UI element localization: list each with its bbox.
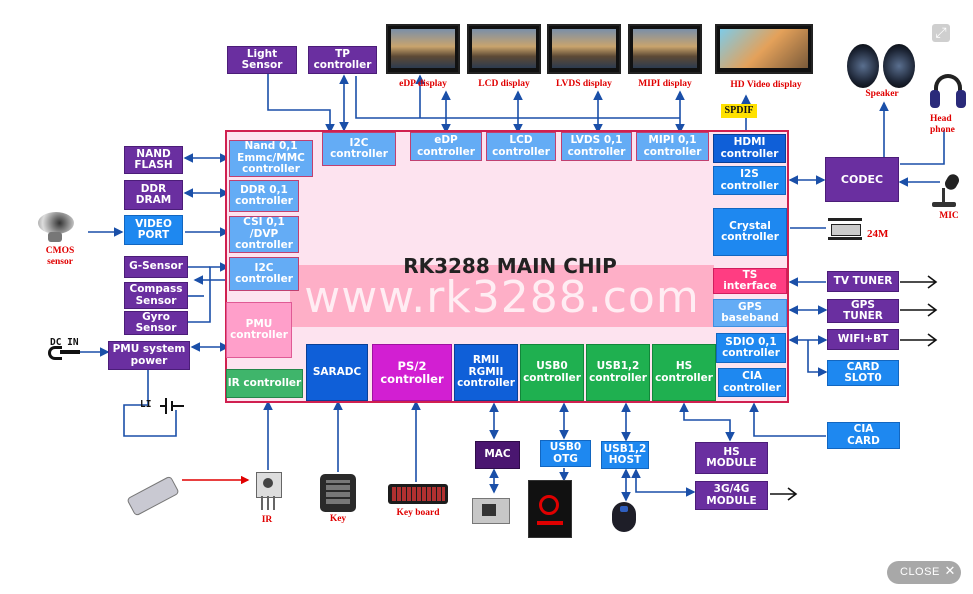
li-battery-label: LI (140, 399, 152, 410)
close-button[interactable]: CLOSE ✕ (887, 561, 961, 584)
ir-controller: IR controller (226, 369, 303, 398)
edp-controller: eDP controller (410, 132, 482, 161)
mac: MAC (475, 441, 520, 469)
g-sensor: G-Sensor (124, 256, 188, 278)
ir-label: IR (261, 515, 273, 525)
watermark-band (290, 265, 714, 327)
cmos-sensor-label: CMOS sensor (45, 246, 75, 267)
crystal-frequency: 24M (867, 228, 889, 240)
nand-flash: NAND FLASH (124, 146, 183, 174)
hd-video-display-label: HD Video display (730, 80, 802, 90)
usb0-otg: USB0 OTG (540, 440, 591, 467)
watermark-text: www.rk3288.com (304, 272, 700, 323)
cia-controller: CIA controller (718, 368, 786, 397)
ir-receiver-icon (252, 472, 284, 512)
gyro-sensor: Gyro Sensor (124, 311, 188, 335)
csi-dvp-controller: CSI 0,1 /DVP controller (229, 216, 299, 253)
keyboard-label: Key board (396, 508, 440, 518)
crystal-icon (828, 218, 862, 240)
codec: CODEC (825, 157, 899, 202)
cmos-camera-icon (34, 210, 84, 244)
ethernet-jack-icon (470, 494, 512, 530)
light-sensor: Light Sensor (227, 46, 297, 74)
remote-control-icon (124, 475, 180, 517)
i2s-controller: I2S controller (713, 166, 786, 195)
lcd-controller: LCD controller (486, 132, 556, 161)
sdio-controller: SDIO 0,1 controller (716, 333, 786, 363)
cia-card: CIA CARD (827, 422, 900, 449)
module-3g4g: 3G/4G MODULE (695, 481, 768, 510)
speaker-icon (847, 44, 917, 88)
compass-sensor: Compass Sensor (124, 282, 188, 309)
nand-emmc-controller: Nand 0,1 Emmc/MMC controller (229, 140, 313, 177)
ddr-dram: DDR DRAM (124, 180, 183, 210)
headphone-label: Head phone (930, 114, 955, 135)
usb12-controller: USB1,2 controller (586, 344, 650, 401)
crystal-controller: Crystal controller (713, 208, 787, 256)
mipi-controller: MIPI 0,1 controller (636, 132, 709, 161)
ddr-controller: DDR 0,1 controller (229, 180, 299, 212)
lvds-display-label: LVDS display (556, 79, 612, 89)
usb0-controller: USB0 controller (520, 344, 584, 401)
gps-tuner: GPS TUNER (827, 299, 899, 323)
dc-plug-icon (48, 346, 80, 360)
wifi-bt: WIFI+BT (827, 329, 899, 350)
usb12-host: USB1,2 HOST (601, 441, 649, 469)
lcd-display-label: LCD display (478, 79, 530, 89)
close-button-label: CLOSE (900, 566, 940, 578)
microphone-icon (928, 172, 964, 208)
lvds-controller: LVDS 0,1 controller (561, 132, 632, 161)
dc-in-label: DC IN (50, 337, 79, 348)
ps2-controller: PS/2 controller (372, 344, 452, 401)
hs-controller: HS controller (652, 344, 716, 401)
edp-display-icon (386, 24, 460, 74)
pmu-controller: PMU controller (226, 302, 292, 358)
ts-interface: TS interface (713, 268, 787, 294)
spdif-label: SPDIF (721, 104, 757, 118)
lcd-display-icon (467, 24, 541, 74)
edp-display-label: eDP display (399, 79, 447, 89)
i2c-controller-left: I2C controller (229, 257, 299, 291)
keyboard-icon (388, 484, 448, 504)
key-label: Key (329, 514, 347, 524)
mouse-icon (608, 500, 640, 532)
i2c-controller-top: I2C controller (322, 132, 396, 166)
mipi-display-label: MIPI display (638, 79, 692, 89)
tv-tuner: TV TUNER (827, 271, 899, 292)
tp-controller: TP controller (308, 46, 377, 74)
keypad-icon (320, 474, 356, 512)
hd-video-display-icon (715, 24, 813, 74)
mic-label: MIC (939, 211, 959, 221)
mipi-display-icon (628, 24, 702, 74)
hs-module: HS MODULE (695, 442, 768, 474)
lvds-display-icon (547, 24, 621, 74)
video-port: VIDEO PORT (124, 215, 183, 245)
pc-tower-icon (528, 480, 572, 538)
saradc: SARADC (306, 344, 368, 401)
gps-baseband: GPS baseband (713, 299, 787, 327)
hdmi-controller: HDMI controller (713, 134, 786, 163)
headphone-icon (930, 74, 966, 112)
chip-title: RK3288 MAIN CHIP (403, 254, 617, 278)
pmu-system-power: PMU system power (108, 341, 190, 370)
expand-icon[interactable]: ⤢ (932, 24, 950, 42)
rmii-rgmii-controller: RMII RGMII controller (454, 344, 518, 401)
close-icon: ✕ (944, 564, 956, 579)
speaker-label: Speaker (865, 89, 899, 99)
card-slot: CARD SLOT0 (827, 360, 899, 386)
